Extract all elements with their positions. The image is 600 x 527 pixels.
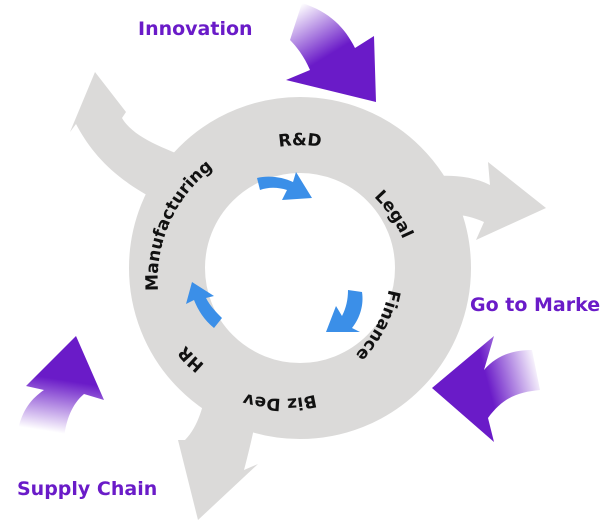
ring <box>129 97 471 439</box>
purple-arrow-icon <box>432 336 540 442</box>
outer-label-supply-chain: Supply Chain <box>17 478 158 500</box>
purple-arrow-icon <box>18 336 104 438</box>
outer-label-go-to-market: Go to Market <box>470 294 600 316</box>
ring-label-rd: R&D <box>277 130 322 152</box>
outer-label-innovation: Innovation <box>138 18 253 40</box>
blue-cycle-arrow-icon <box>257 172 312 200</box>
purple-arrow-icon <box>286 3 376 102</box>
blue-cycle-arrow-icon <box>326 290 363 332</box>
blue-cycle-arrow-icon <box>186 282 222 328</box>
